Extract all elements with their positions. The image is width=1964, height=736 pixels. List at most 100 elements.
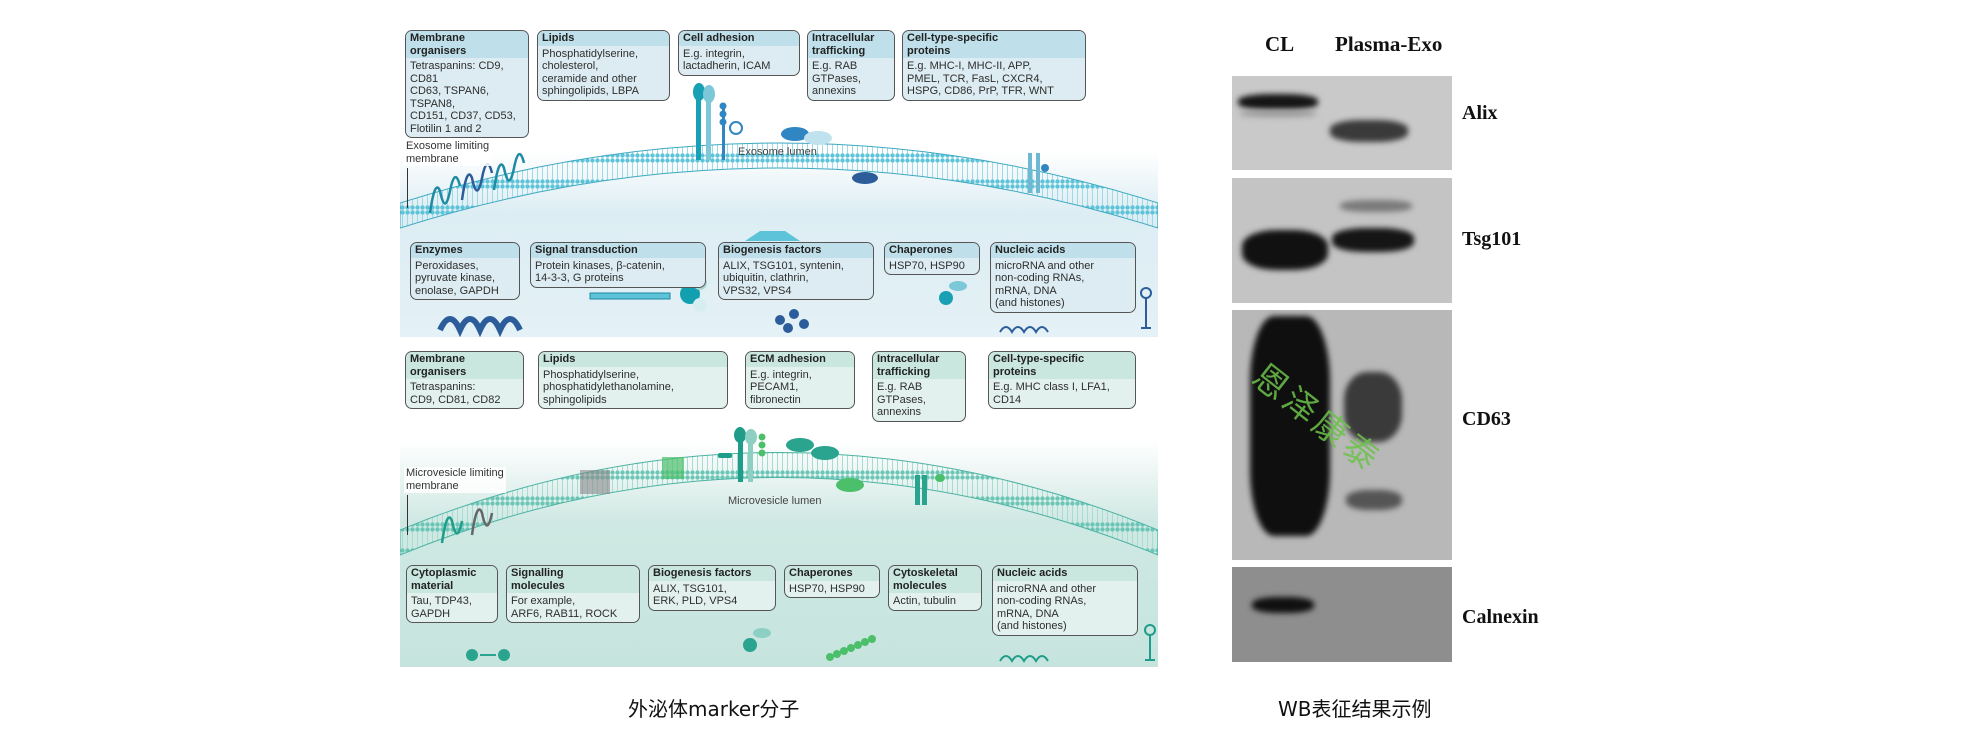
box-body: Protein kinases, β-catenin, 14-3-3, G pr… (535, 259, 665, 285)
blot-label-cd63: CD63 (1462, 408, 1511, 430)
mv-box-ecm-adhesion: ECM adhesion E.g. integrin, PECAM1, fibr… (745, 351, 855, 409)
blot-alix (1232, 76, 1452, 170)
exosome-membrane-illustration (400, 83, 1158, 337)
biogenesis-complex-icon (745, 231, 809, 333)
box-title: Chaperones (885, 243, 979, 258)
actin-filament-icon (826, 635, 876, 661)
microvesicle-panel: Microvesicle limiting membrane Microvesi… (400, 345, 1158, 667)
caption-wb-example: WB表征结果示例 (1278, 697, 1432, 721)
box-title: Chaperones (785, 566, 879, 581)
exo-box-lipids: Lipids Phosphatidylserine, cholesterol, … (537, 30, 670, 101)
signalling-molecule-icon (466, 649, 510, 661)
box-title: Cytoskeletal molecules (889, 566, 981, 593)
microvesicle-lumen-label: Microvesicle lumen (728, 495, 822, 507)
lipid-raft-icons (580, 457, 684, 494)
mv-box-cytoplasmic-material: Cytoplasmic material Tau, TDP43, GAPDH (406, 565, 498, 623)
mv-box-cell-type-specific: Cell-type-specific proteins E.g. MHC cla… (988, 351, 1136, 409)
mv-box-chaperones: Chaperones HSP70, HSP90 (784, 565, 880, 598)
exo-box-cell-type-specific: Cell-type-specific proteins E.g. MHC-I, … (902, 30, 1086, 101)
mv-box-membrane-organisers: Membrane organisers Tetraspanins: CD9, C… (405, 351, 524, 409)
annexin-icons (786, 438, 945, 505)
enzyme-helix-icon (437, 316, 523, 337)
chaperone-icon (743, 628, 771, 652)
box-title: Enzymes (411, 243, 519, 258)
box-title: Cytoplasmic material (407, 566, 497, 593)
band-cl-faint (1240, 110, 1316, 117)
box-title: Lipids (538, 31, 669, 46)
band-plasma-exo-upper (1340, 200, 1412, 212)
box-title: Biogenesis factors (649, 566, 775, 581)
box-body: Phosphatidylserine, phosphatidylethanola… (543, 368, 674, 406)
blot-label-tsg101: Tsg101 (1462, 228, 1522, 250)
box-body: Actin, tubulin (893, 595, 956, 607)
exo-box-biogenesis-factors: Biogenesis factors ALIX, TSG101, synteni… (718, 242, 874, 300)
box-body: microRNA and other non-coding RNAs, mRNA… (997, 582, 1097, 633)
microvesicle-membrane-illustration (400, 427, 1158, 663)
box-title: Signal transduction (531, 243, 705, 258)
box-body: Tetraspanins: CD9, CD81, CD82 (410, 381, 501, 406)
exosome-lumen-label: Exosome lumen (738, 146, 817, 158)
box-body: ALIX, TSG101, ERK, PLD, VPS4 (653, 582, 738, 608)
exo-box-chaperones: Chaperones HSP70, HSP90 (884, 242, 980, 275)
band-cl (1252, 597, 1314, 613)
band-plasma-exo-lower (1346, 490, 1402, 510)
annexin-icons (781, 127, 878, 184)
band-cl (1238, 94, 1318, 110)
box-title: Intracellular trafficking (873, 352, 965, 379)
box-body: HSP70, HSP90 (789, 582, 865, 595)
band-plasma-exo-upper (1344, 372, 1402, 442)
box-title: Cell adhesion (679, 31, 799, 46)
box-body: Tetraspanins: CD9, CD81 CD63, TSPAN6, TS… (410, 60, 516, 135)
exosome-membrane (400, 142, 1158, 229)
microvesicle-membrane-label: Microvesicle limiting membrane (404, 467, 506, 493)
box-body: E.g. integrin, PECAM1, fibronectin (750, 368, 812, 406)
mv-box-intracellular-trafficking: Intracellular trafficking E.g. RAB GTPas… (872, 351, 966, 422)
box-body: E.g. integrin, lactadherin, ICAM (683, 47, 771, 73)
exo-box-membrane-organisers: Membrane organisers Tetraspanins: CD9, C… (405, 30, 529, 138)
caption-exosome-markers: 外泌体marker分子 (628, 697, 800, 721)
tetraspanin-icons (440, 508, 494, 544)
blot-tsg101 (1232, 178, 1452, 303)
box-title: Biogenesis factors (719, 243, 873, 258)
box-title: Cell-type-specific proteins (989, 352, 1135, 379)
integrin-icon (693, 83, 743, 160)
box-title: Signalling molecules (507, 566, 639, 593)
mv-box-cytoskeletal-molecules: Cytoskeletal molecules Actin, tubulin (888, 565, 982, 611)
box-body: For example, ARF6, RAB11, ROCK (511, 595, 618, 620)
blot-label-calnexin: Calnexin (1462, 606, 1539, 628)
exosome-membrane-label: Exosome limiting membrane (404, 140, 492, 166)
lane-label-cl: CL (1265, 32, 1295, 56)
box-title: Lipids (539, 352, 727, 367)
nucleic-acid-icon (999, 624, 1156, 663)
exosome-panel: Exosome limiting membrane Exosome lumen … (400, 28, 1158, 337)
band-cl (1242, 230, 1328, 270)
box-body: E.g. RAB GTPases, annexins (877, 381, 926, 418)
box-body: Tau, TDP43, GAPDH (411, 595, 472, 620)
exo-box-intracellular-trafficking: Intracellular trafficking E.g. RAB GTPas… (807, 30, 895, 101)
exo-box-cell-adhesion: Cell adhesion E.g. integrin, lactadherin… (678, 30, 800, 76)
box-body: microRNA and other non-coding RNAs, mRNA… (995, 259, 1095, 310)
box-body: HSP70, HSP90 (889, 259, 965, 272)
mv-box-lipids: Lipids Phosphatidylserine, phosphatidyle… (538, 351, 728, 409)
exo-box-nucleic-acids: Nucleic acids microRNA and other non-cod… (990, 242, 1136, 313)
mv-box-biogenesis-factors: Biogenesis factors ALIX, TSG101, ERK, PL… (648, 565, 776, 611)
box-title: Membrane organisers (406, 31, 528, 58)
mv-box-nucleic-acids: Nucleic acids microRNA and other non-cod… (992, 565, 1138, 636)
mv-box-signalling-molecules: Signalling molecules For example, ARF6, … (506, 565, 640, 623)
band-plasma-exo (1330, 120, 1408, 142)
membrane-label-leader (407, 495, 408, 535)
exo-box-signal-transduction: Signal transduction Protein kinases, β-c… (530, 242, 706, 288)
box-title: Intracellular trafficking (808, 31, 894, 58)
band-plasma-exo (1332, 228, 1414, 252)
exo-box-enzymes: Enzymes Peroxidases, pyruvate kinase, en… (410, 242, 520, 300)
box-body: Peroxidases, pyruvate kinase, enolase, G… (415, 259, 499, 297)
box-body: ALIX, TSG101, syntenin, ubiquitin, clath… (723, 259, 844, 297)
band-cl (1250, 316, 1330, 536)
box-body: Phosphatidylserine, cholesterol, ceramid… (542, 47, 640, 98)
blot-cd63: 恩泽康泰 (1232, 310, 1452, 560)
nucleic-acid-icon (999, 287, 1152, 334)
blot-label-alix: Alix (1462, 102, 1498, 124)
membrane-label-leader (407, 168, 408, 208)
ecm-adhesion-icon (718, 427, 766, 482)
chaperone-icon (939, 281, 967, 305)
